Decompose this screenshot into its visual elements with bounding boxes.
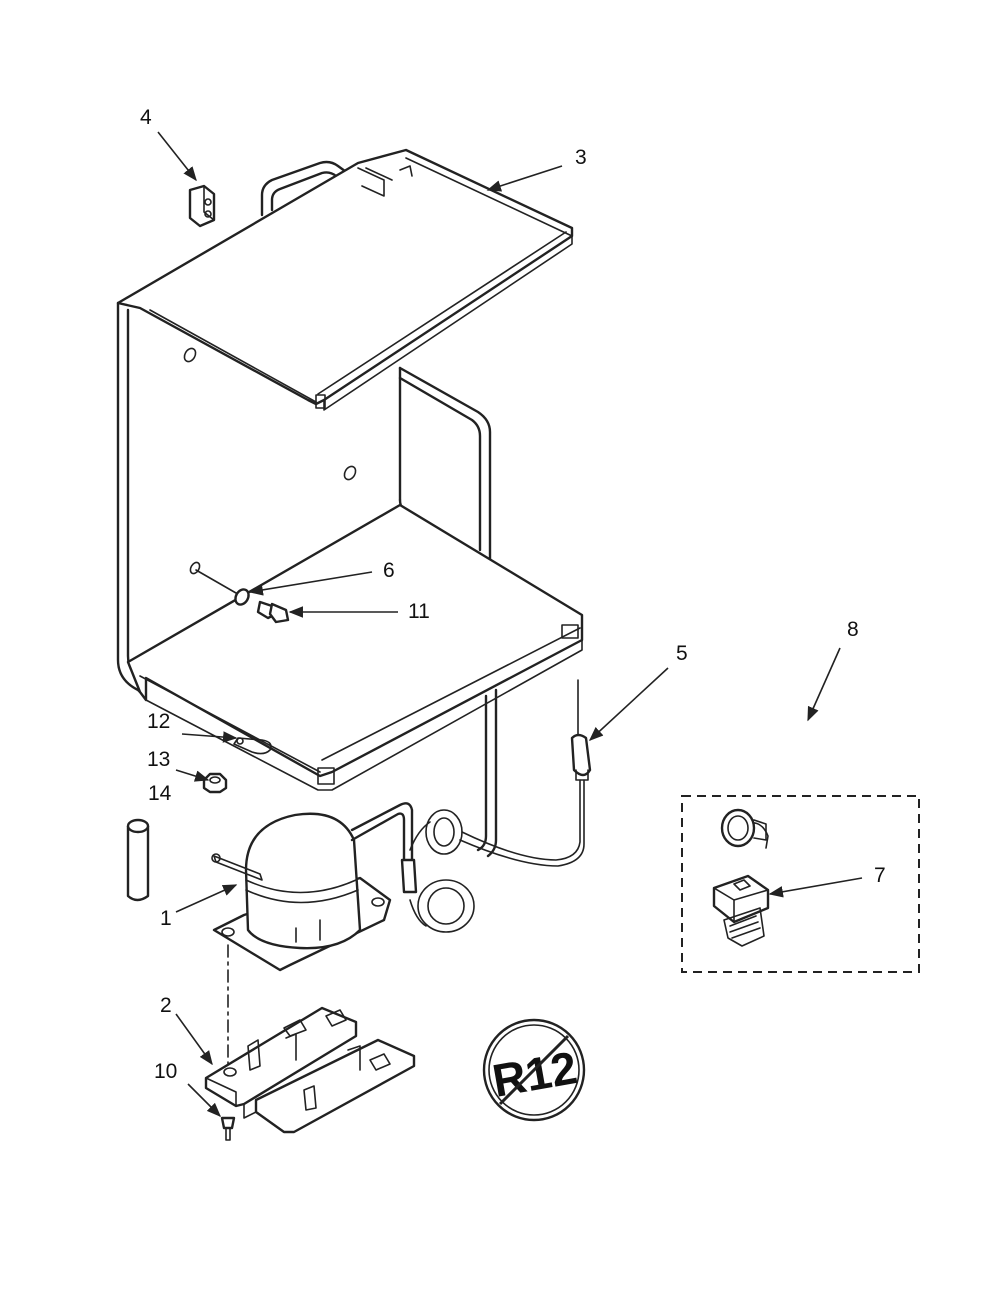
callout-5: 5 [676,642,688,665]
callout-4: 4 [140,106,152,129]
callout-8: 8 [847,618,859,641]
callout-12: 12 [147,710,170,733]
callout-10: 10 [154,1060,177,1083]
callout-14: 14 [148,782,172,805]
compressor-part [211,779,585,972]
callout-3: 3 [575,146,587,169]
relay-part [712,874,770,947]
callout-7: 7 [874,864,886,887]
relay-kit-box [681,795,920,973]
overload-protector-part [720,808,769,849]
grommet-part [126,818,150,902]
leader-lines [157,131,863,1118]
callout-labels: 4 3 6 11 8 5 12 13 14 7 1 2 10 [140,106,886,1083]
callout-2: 2 [160,994,172,1017]
base-screw-part [220,1116,236,1141]
callout-6: 6 [383,559,395,582]
callout-13: 13 [147,748,170,771]
clip-part [188,184,216,228]
callout-11: 11 [408,600,430,623]
screw-part [256,600,290,624]
nut-part [202,772,228,794]
r12-no-symbol: R12 [482,1018,586,1122]
washer-part [195,569,250,606]
sensor-part [570,679,592,781]
base-bracket-part [204,1006,416,1134]
cabinet-frame [116,148,584,858]
callout-1: 1 [160,907,172,930]
r12-text: R12 [489,1041,581,1107]
